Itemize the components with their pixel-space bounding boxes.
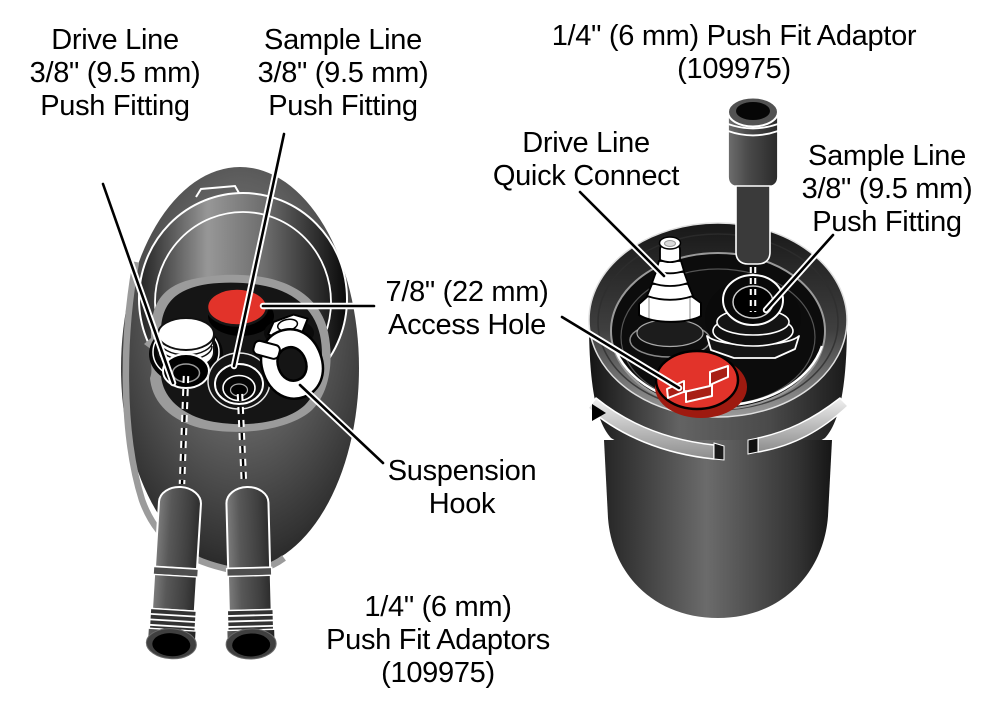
label-line: 7/8" (22 mm): [385, 276, 549, 308]
label-line: Access Hole: [388, 309, 546, 341]
label-line: Suspension: [387, 455, 537, 487]
bayonet-collar: [587, 397, 849, 461]
label-line: 1/4" (6 mm): [364, 591, 512, 623]
access-hole-left: [205, 287, 269, 327]
label-sample-line-right: Sample Line 3/8" (9.5 mm) Push Fitting: [767, 140, 1000, 239]
lower-body: [604, 440, 832, 618]
suspension-hook: [252, 313, 325, 400]
label-line: Push Fitting: [268, 90, 418, 122]
label-drive-line-quick-connect: Drive Line Quick Connect: [466, 127, 706, 193]
leader-lines: [99, 130, 837, 467]
leader-sample-line-right: [764, 233, 835, 312]
sample-fitting-left: [207, 352, 271, 410]
leader-drive-line-left: [101, 182, 175, 385]
drive-line-tube: [144, 484, 207, 662]
right-device: [587, 96, 849, 618]
dashed-lines-left: [178, 375, 248, 485]
leader-suspension-hook: [298, 383, 385, 465]
label-line: 1/4" (6 mm) Push Fit Adaptor: [551, 20, 917, 52]
left-device: [121, 167, 359, 662]
label-line: 3/8" (9.5 mm): [801, 173, 973, 205]
label-line: Quick Connect: [492, 160, 680, 192]
quick-connect-fitting: [629, 236, 711, 358]
label-line: Drive Line: [522, 127, 650, 159]
label-suspension-hook: Suspension Hook: [342, 455, 582, 521]
leader-sample-line-left: [232, 132, 286, 368]
label-line: 3/8" (9.5 mm): [29, 57, 201, 89]
label-line: Push Fit Adaptors: [326, 624, 550, 656]
sample-line-tube: [221, 485, 278, 661]
label-access-hole: 7/8" (22 mm) Access Hole: [347, 276, 587, 342]
label-line: Push Fitting: [812, 206, 962, 238]
leader-access-hole-right: [560, 315, 681, 390]
adaptor-tube-right: [727, 96, 779, 265]
label-line: Sample Line: [808, 140, 966, 172]
access-plug-right: [654, 349, 747, 418]
label-line: 3/8" (9.5 mm): [257, 57, 429, 89]
drive-fitting-left: [149, 317, 223, 389]
label-push-fit-adaptors-bottom: 1/4" (6 mm) Push Fit Adaptors (109975): [308, 591, 568, 690]
label-sample-line-left: Sample Line 3/8" (9.5 mm) Push Fitting: [228, 24, 458, 123]
bayonet-notches: [149, 184, 331, 227]
label-line: Sample Line: [264, 24, 422, 56]
label-line: Hook: [428, 488, 496, 520]
label-part-number: (109975): [677, 53, 791, 85]
label-line: Drive Line: [51, 24, 179, 56]
label-part-number: (109975): [381, 657, 495, 689]
label-line: Push Fitting: [40, 90, 190, 122]
label-drive-line-left: Drive Line 3/8" (9.5 mm) Push Fitting: [0, 24, 230, 123]
leader-quick-connect: [578, 190, 666, 278]
label-push-fit-adaptor-right: 1/4" (6 mm) Push Fit Adaptor (109975): [514, 20, 954, 86]
